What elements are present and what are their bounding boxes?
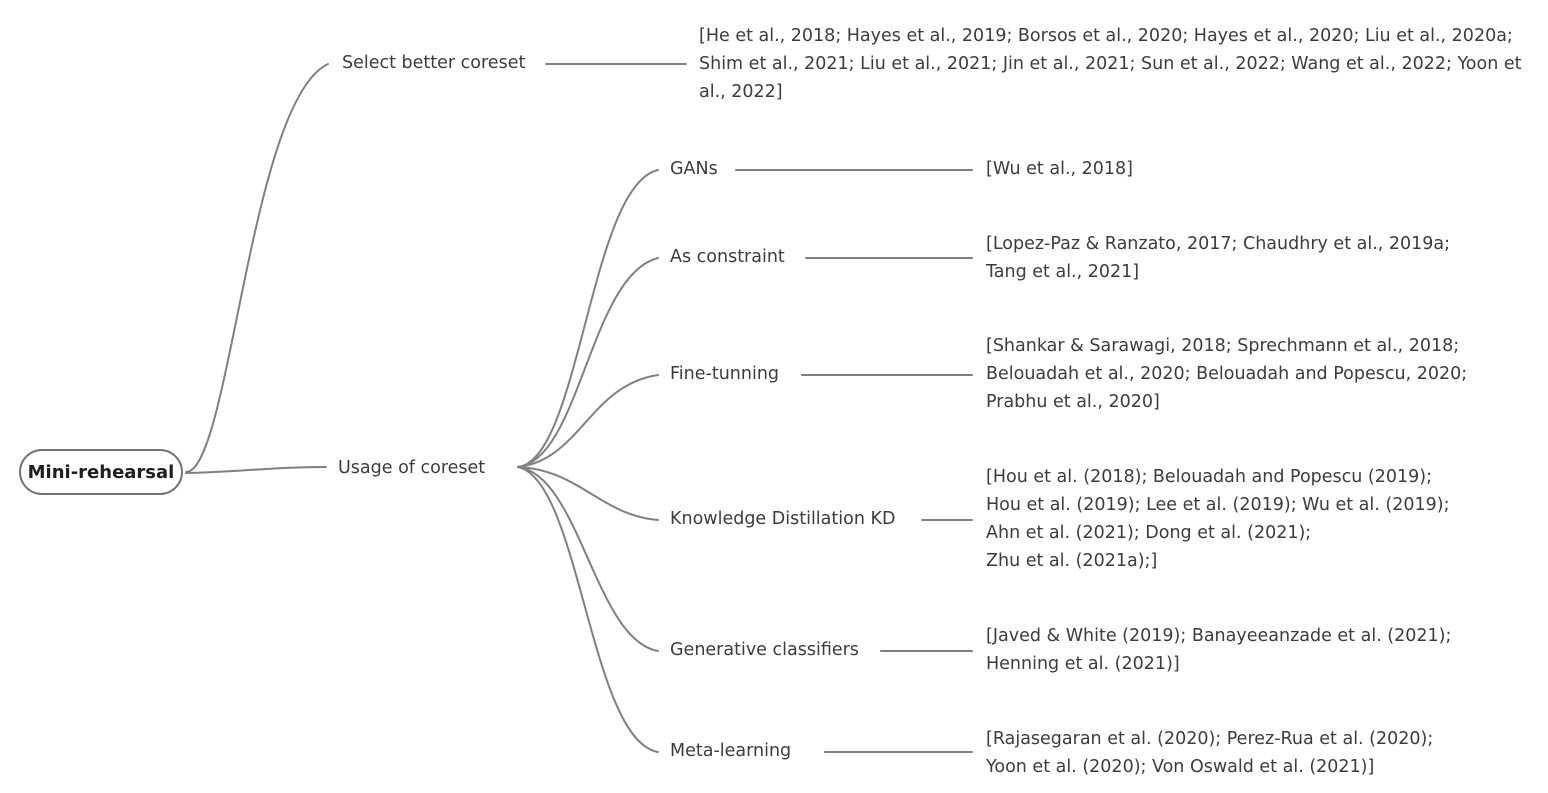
references-knowledge-distillation-kd: [Hou et al. (2018); Belouadah and Popesc… — [986, 467, 1450, 571]
references-select-better-coreset: [He et al., 2018; Hayes et al., 2019; Bo… — [699, 26, 1522, 102]
connector-usage-to-generative-classifiers — [517, 466, 659, 652]
subtopic-gans: GANs — [670, 159, 718, 179]
connector-usage-to-knowledge-distillation — [517, 466, 659, 521]
connector-usage-to-fine-tunning — [517, 374, 659, 468]
connector-usage-to-meta-learning — [517, 466, 659, 753]
references-generative-classifiers: [Javed & White (2019); Banayeeanzade et … — [986, 626, 1452, 674]
branch-usage-of-coreset: Usage of coreset — [338, 458, 486, 478]
references-as-constraint: [Lopez-Paz & Ranzato, 2017; Chaudhry et … — [986, 234, 1451, 282]
connector-root-to-select-better-coreset — [185, 63, 329, 473]
connector-root-to-usage-of-coreset — [185, 466, 327, 474]
root-node-mini-rehearsal: Mini-rehearsal — [19, 449, 183, 495]
references-gans: [Wu et al., 2018] — [986, 159, 1133, 179]
connector-usage-to-gans — [517, 169, 659, 468]
subtopic-knowledge-distillation-kd: Knowledge Distillation KD — [670, 509, 896, 529]
subtopic-as-constraint: As constraint — [670, 247, 785, 267]
subtopic-generative-classifiers: Generative classifiers — [670, 640, 859, 660]
references-meta-learning: [Rajasegaran et al. (2020); Perez-Rua et… — [986, 729, 1434, 777]
connector-usage-to-as-constraint — [517, 257, 659, 468]
subtopic-fine-tunning: Fine-tunning — [670, 364, 780, 384]
references-fine-tunning: [Shankar & Sarawagi, 2018; Sprechmann et… — [986, 336, 1468, 412]
branch-select-better-coreset: Select better coreset — [342, 53, 526, 73]
subtopic-meta-learning: Meta-learning — [670, 741, 792, 761]
